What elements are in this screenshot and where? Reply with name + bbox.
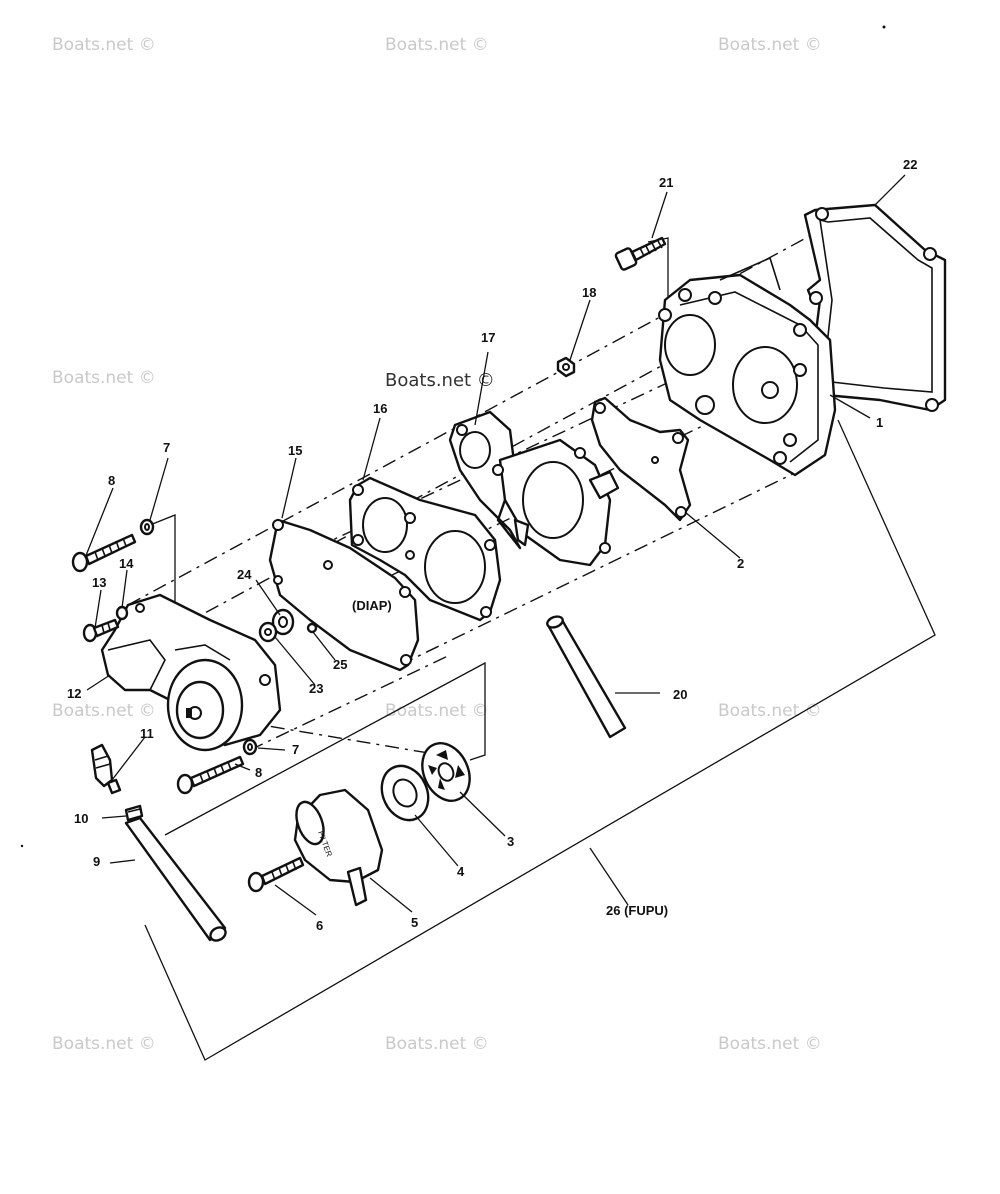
label-part-2: 2 xyxy=(737,556,744,571)
label-part-14: 14 xyxy=(119,556,134,571)
washer-7-top xyxy=(139,518,155,536)
label-part-24: 24 xyxy=(237,567,252,582)
filter-bowl-5: FILTER xyxy=(293,788,384,907)
label-part-8-bottom: 8 xyxy=(255,765,262,780)
label-part-13: 13 xyxy=(92,575,106,590)
watermark: Boats.net © xyxy=(52,35,156,55)
gasket-2 xyxy=(590,396,692,522)
gasket-16 xyxy=(348,476,502,622)
label-part-25: 25 xyxy=(333,657,347,672)
hose-20 xyxy=(546,615,627,739)
label-part-21: 21 xyxy=(659,175,673,190)
hose-9 xyxy=(124,816,227,942)
watermark-center: Boats.net © xyxy=(385,370,495,391)
label-part-7-bottom: 7 xyxy=(292,742,299,757)
label-part-3: 3 xyxy=(507,834,514,849)
watermark: Boats.net © xyxy=(385,1034,489,1054)
diaphragm-15: (DIAP) xyxy=(268,518,420,672)
filter-screen-3 xyxy=(421,742,471,802)
chamber-cover-17 xyxy=(448,410,620,567)
label-part-6: 6 xyxy=(316,918,323,933)
part-labels: 1 2 3 4 5 6 7 7 8 8 9 10 11 12 13 14 15 … xyxy=(67,157,917,933)
watermark: Boats.net © xyxy=(385,701,489,721)
watermark: Boats.net © xyxy=(52,1034,156,1054)
washer-7-bottom xyxy=(242,738,258,756)
speck xyxy=(20,844,24,848)
label-part-26: 26 (FUPU) xyxy=(606,903,668,918)
pump-cover-12 xyxy=(100,593,282,752)
label-part-16: 16 xyxy=(373,401,387,416)
watermark: Boats.net © xyxy=(52,368,156,388)
watermarks: Boats.net © Boats.net © Boats.net © Boat… xyxy=(52,35,822,1054)
diaphragm-label: (DIAP) xyxy=(352,598,392,613)
watermark: Boats.net © xyxy=(718,35,822,55)
gasket-ring-4 xyxy=(380,764,430,822)
label-part-18: 18 xyxy=(582,285,596,300)
clamp-10 xyxy=(124,804,144,822)
label-part-8-top: 8 xyxy=(108,473,115,488)
label-part-15: 15 xyxy=(288,443,302,458)
screw-21 xyxy=(614,236,667,271)
watermark: Boats.net © xyxy=(52,701,156,721)
leader-lines xyxy=(84,174,906,916)
label-part-10: 10 xyxy=(74,811,88,826)
label-part-4: 4 xyxy=(457,864,465,879)
screw-13 xyxy=(82,618,120,643)
valve-parts xyxy=(258,608,318,643)
washer-14 xyxy=(115,605,129,621)
label-part-22: 22 xyxy=(903,157,917,172)
screw-8-top xyxy=(71,533,137,573)
speck xyxy=(882,25,886,29)
label-part-20: 20 xyxy=(673,687,687,702)
nut-18 xyxy=(556,356,576,378)
screw-8-bottom xyxy=(176,755,245,795)
pump-body-1 xyxy=(658,256,837,477)
assembly-bracket xyxy=(144,419,936,1061)
label-part-12: 12 xyxy=(67,686,81,701)
label-part-17: 17 xyxy=(481,330,495,345)
fitting-11 xyxy=(90,743,122,795)
label-part-5: 5 xyxy=(411,915,418,930)
label-part-23: 23 xyxy=(309,681,323,696)
label-part-9: 9 xyxy=(93,854,100,869)
label-part-7-top: 7 xyxy=(163,440,170,455)
watermark: Boats.net © xyxy=(718,1034,822,1054)
watermark: Boats.net © xyxy=(718,701,822,721)
watermark: Boats.net © xyxy=(385,35,489,55)
label-part-1: 1 xyxy=(876,415,883,430)
screw-6 xyxy=(247,856,305,893)
label-part-11: 11 xyxy=(140,726,154,741)
